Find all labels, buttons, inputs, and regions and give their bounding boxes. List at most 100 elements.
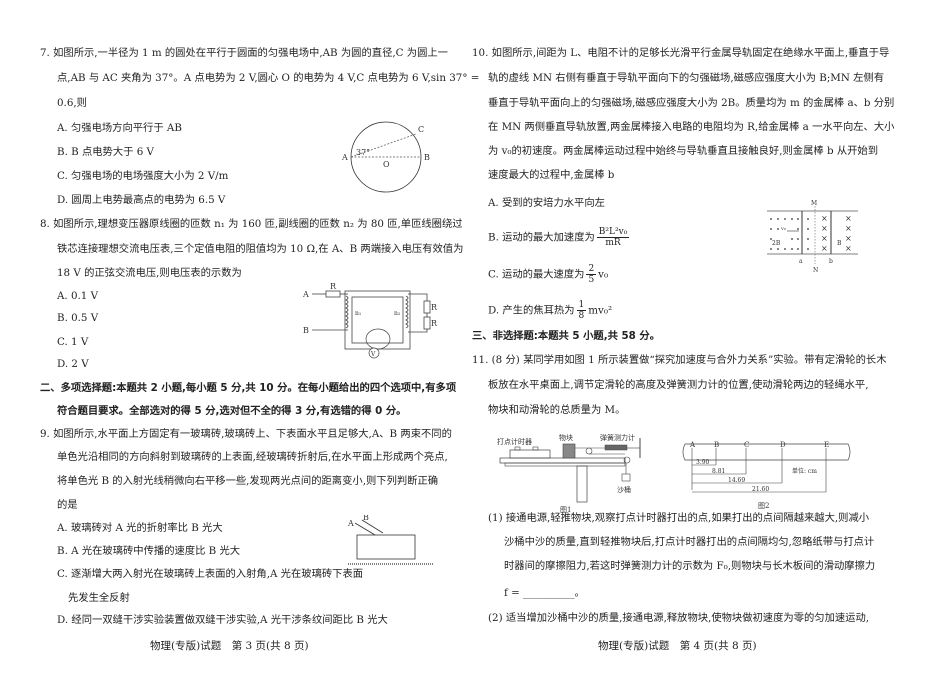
svg-text:×: ×	[821, 234, 828, 243]
label-o: O	[383, 160, 390, 169]
q10-option-a: A. 受到的安培力水平向左	[488, 197, 605, 209]
svg-text:×: ×	[821, 214, 828, 223]
q11-part2-line-1: (2) 适当增加沙桶中沙的质量,接通电源,释放物块,使物块做初速度为零的匀加速运…	[488, 612, 870, 624]
point-b: B	[714, 441, 719, 449]
option-d-suffix: mv₀²	[588, 304, 613, 317]
point-d: D	[780, 441, 786, 449]
q9-option-c: C. 逐渐增大两入射光在玻璃砖上表面的入射角,A 光在玻璃砖下表面	[57, 568, 364, 580]
svg-text:×: ×	[845, 234, 852, 243]
q8-transformer-figure: A B R R R n₁ n₂ V	[302, 283, 438, 359]
q10-line-5: 为 v₀的初速度。两金属棒运动过程中始终与导轨垂直且接触良好,则金属棒 b 从开…	[488, 145, 879, 157]
label-c: C	[418, 125, 424, 134]
section-3-heading: 三、非选择题:本题共 5 小题,共 58 分。	[472, 330, 661, 342]
q8-option-a: A. 0.1 V	[57, 290, 99, 302]
voltmeter-label: V	[370, 351, 376, 358]
timer-label: 打点计时器	[497, 437, 532, 446]
q9-line-3: 将单色光 B 的入射光线稍微向右平移一些,发现两光点间的距离变小,则下列判断正确	[57, 475, 439, 487]
q11-line-1: 11. (8 分) 某同学用如图 1 所示装置做“探究加速度与合外力关系”实验。…	[472, 354, 887, 366]
distance-ad: 14.69	[728, 477, 745, 484]
distance-ac: 8.81	[712, 468, 725, 475]
q11-figure-2-tape: A B C D E 3.90 8.81 14.69 21.60 单位: cm 图…	[682, 441, 851, 510]
q11-part1-line-2: 沙桶中沙的质量,直到轻推物块后,打点计时器打出的点间隔均匀,忽略纸带与打点计	[504, 536, 875, 548]
q11-figure-1: 打点计时器 物块 弹簧测力计 沙桶 图1	[497, 433, 641, 514]
denominator: 8	[578, 311, 585, 321]
left-page-footer: 物理(专版)试题 第 3 页(共 8 页)	[150, 640, 309, 652]
q7-circle-figure: A B C O 37°	[341, 121, 430, 193]
label-a: a	[799, 258, 803, 265]
unit-label: 单位: cm	[792, 467, 817, 475]
q8-option-c: C. 1 V	[57, 336, 89, 348]
label-b: B	[363, 515, 369, 522]
q8-line-2: 铁芯连接理想交流电压表,三个定值电阻的阻值均为 10 Ω,在 A、B 两端接入电…	[57, 243, 464, 255]
right-page-footer: 物理(专版)试题 第 4 页(共 8 页)	[598, 640, 757, 652]
q10-line-3: 垂直于导轨平面向上的匀强磁场,磁感应强度大小为 2B。质量均为 m 的金属棒 a…	[488, 97, 895, 109]
q8-line-3: 18 V 的正弦交流电压,则电压表的示数为	[57, 267, 242, 279]
numerator: 1	[576, 300, 587, 311]
q11-line-2: 板放在水平桌面上,调节定滑轮的高度及弹簧测力计的位置,使动滑轮两边的轻绳水平,	[488, 379, 869, 391]
label-m: M	[811, 200, 817, 207]
denominator: 5	[588, 275, 595, 285]
label-b-field: B	[837, 240, 842, 247]
figure-2-caption: 图2	[758, 502, 769, 510]
sand-bucket-label: 沙桶	[617, 485, 631, 494]
q7-option-a: A. 匀强电场方向平行于 AB	[57, 122, 182, 134]
q11-part1-line-1: (1) 接通电源,轻推物块,观察打点计时器打出的点,如果打出的点间隔越来越大,则…	[488, 512, 870, 524]
svg-text:×: ×	[845, 224, 852, 233]
q9-glass-figure: A B	[347, 515, 433, 565]
label-a: A	[347, 519, 354, 528]
label-v0: v₀	[780, 226, 786, 232]
label-r2: R	[431, 303, 438, 312]
q9-option-d: D. 经同一双缝干涉实验装置做双缝干涉实验,A 光干涉条纹间距比 B 光大	[57, 614, 388, 626]
q7-option-d: D. 圆周上电势最高点的电势为 6.5 V	[57, 194, 226, 206]
label-b: b	[829, 258, 833, 265]
q11-part1-line-3: 时器间的摩擦阻力,若这时弹簧测力计的示数为 F₀,则物块与长木板间的滑动摩擦力	[504, 560, 876, 572]
q9-option-c-cont: 先发生全反射	[68, 592, 130, 604]
option-c-suffix: v₀	[598, 268, 609, 281]
block-label: 物块	[559, 433, 573, 442]
q11-part1-answer-blank: f = __________。	[504, 587, 585, 599]
label-b: B	[303, 326, 309, 335]
q8-option-b: B. 0.5 V	[57, 312, 99, 324]
q9-option-a: A. 玻璃砖对 A 光的折射率比 B 光大	[57, 522, 223, 534]
label-b: B	[424, 153, 430, 162]
distance-ab: 3.90	[696, 459, 710, 466]
q10-line-2: 轨的虚线 MN 右侧有垂直于导轨平面向下的匀强磁场,磁感应强度大小为 B;MN …	[488, 72, 885, 84]
numerator: 2	[586, 264, 597, 275]
point-a: A	[689, 441, 696, 449]
label-n: N	[813, 267, 818, 274]
q11-line-3: 物块和动滑轮的总质量为 M。	[488, 404, 626, 416]
label-r3: R	[431, 319, 438, 328]
option-b-prefix: B. 运动的最大加速度为	[488, 231, 595, 244]
q8-option-d: D. 2 V	[57, 358, 89, 370]
q10-line-4: 在 MN 两侧垂直导轨放置,两金属棒接入电路的电阻均为 R,给金属棒 a 一水平…	[488, 121, 895, 133]
svg-text:×: ×	[845, 244, 852, 253]
q7-option-c: C. 匀强电场的电场强度大小为 2 V/m	[57, 170, 229, 182]
label-a: A	[302, 290, 309, 299]
q7-line-2: 点,AB 与 AC 夹角为 37°。A 点电势为 2 V,圆心 O 的电势为 4…	[57, 72, 480, 84]
q9-line-2: 单色光沿相同的方向斜射到玻璃砖的上表面,经玻璃砖折射后,在水平面上形成两个亮点,	[57, 451, 448, 463]
label-n2: n₂	[394, 310, 401, 317]
section-2-line-1: 二、多项选择题:本题共 2 小题,每小题 5 分,共 10 分。在每小题给出的四…	[40, 382, 457, 394]
q10-magnetic-field-figure: ×× ×× ×× ×× M N a b 2B B v₀	[767, 200, 858, 274]
svg-text:×: ×	[821, 244, 828, 253]
point-c: C	[744, 441, 749, 449]
numerator: B²L²v₀	[596, 227, 630, 238]
section-2-line-2: 符合题目要求。全部选对的得 5 分,选对但不全的得 3 分,有选错的得 0 分。	[57, 405, 407, 417]
q9-line-1: 9. 如图所示,水平面上方固定有一玻璃砖,玻璃砖上、下表面水平且足够大,A、B …	[40, 428, 452, 440]
q9-option-b: B. A 光在玻璃砖中传播的速度比 B 光大	[57, 545, 241, 557]
label-n1: n₁	[355, 310, 361, 317]
q9-line-4: 的是	[57, 499, 78, 511]
option-c-prefix: C. 运动的最大速度为	[488, 268, 585, 281]
q7-line-1: 7. 如图所示,一半径为 1 m 的圆处在平行于圆面的匀强电场中,AB 为圆的直…	[40, 47, 448, 59]
spring-scale-label: 弹簧测力计	[600, 433, 635, 442]
label-angle: 37°	[356, 148, 370, 157]
option-d-prefix: D. 产生的焦耳热为	[488, 304, 575, 317]
q10-line-6: 速度最大的过程中,金属棒 b	[488, 169, 615, 181]
svg-text:×: ×	[821, 224, 828, 233]
label-r1: R	[330, 283, 337, 291]
